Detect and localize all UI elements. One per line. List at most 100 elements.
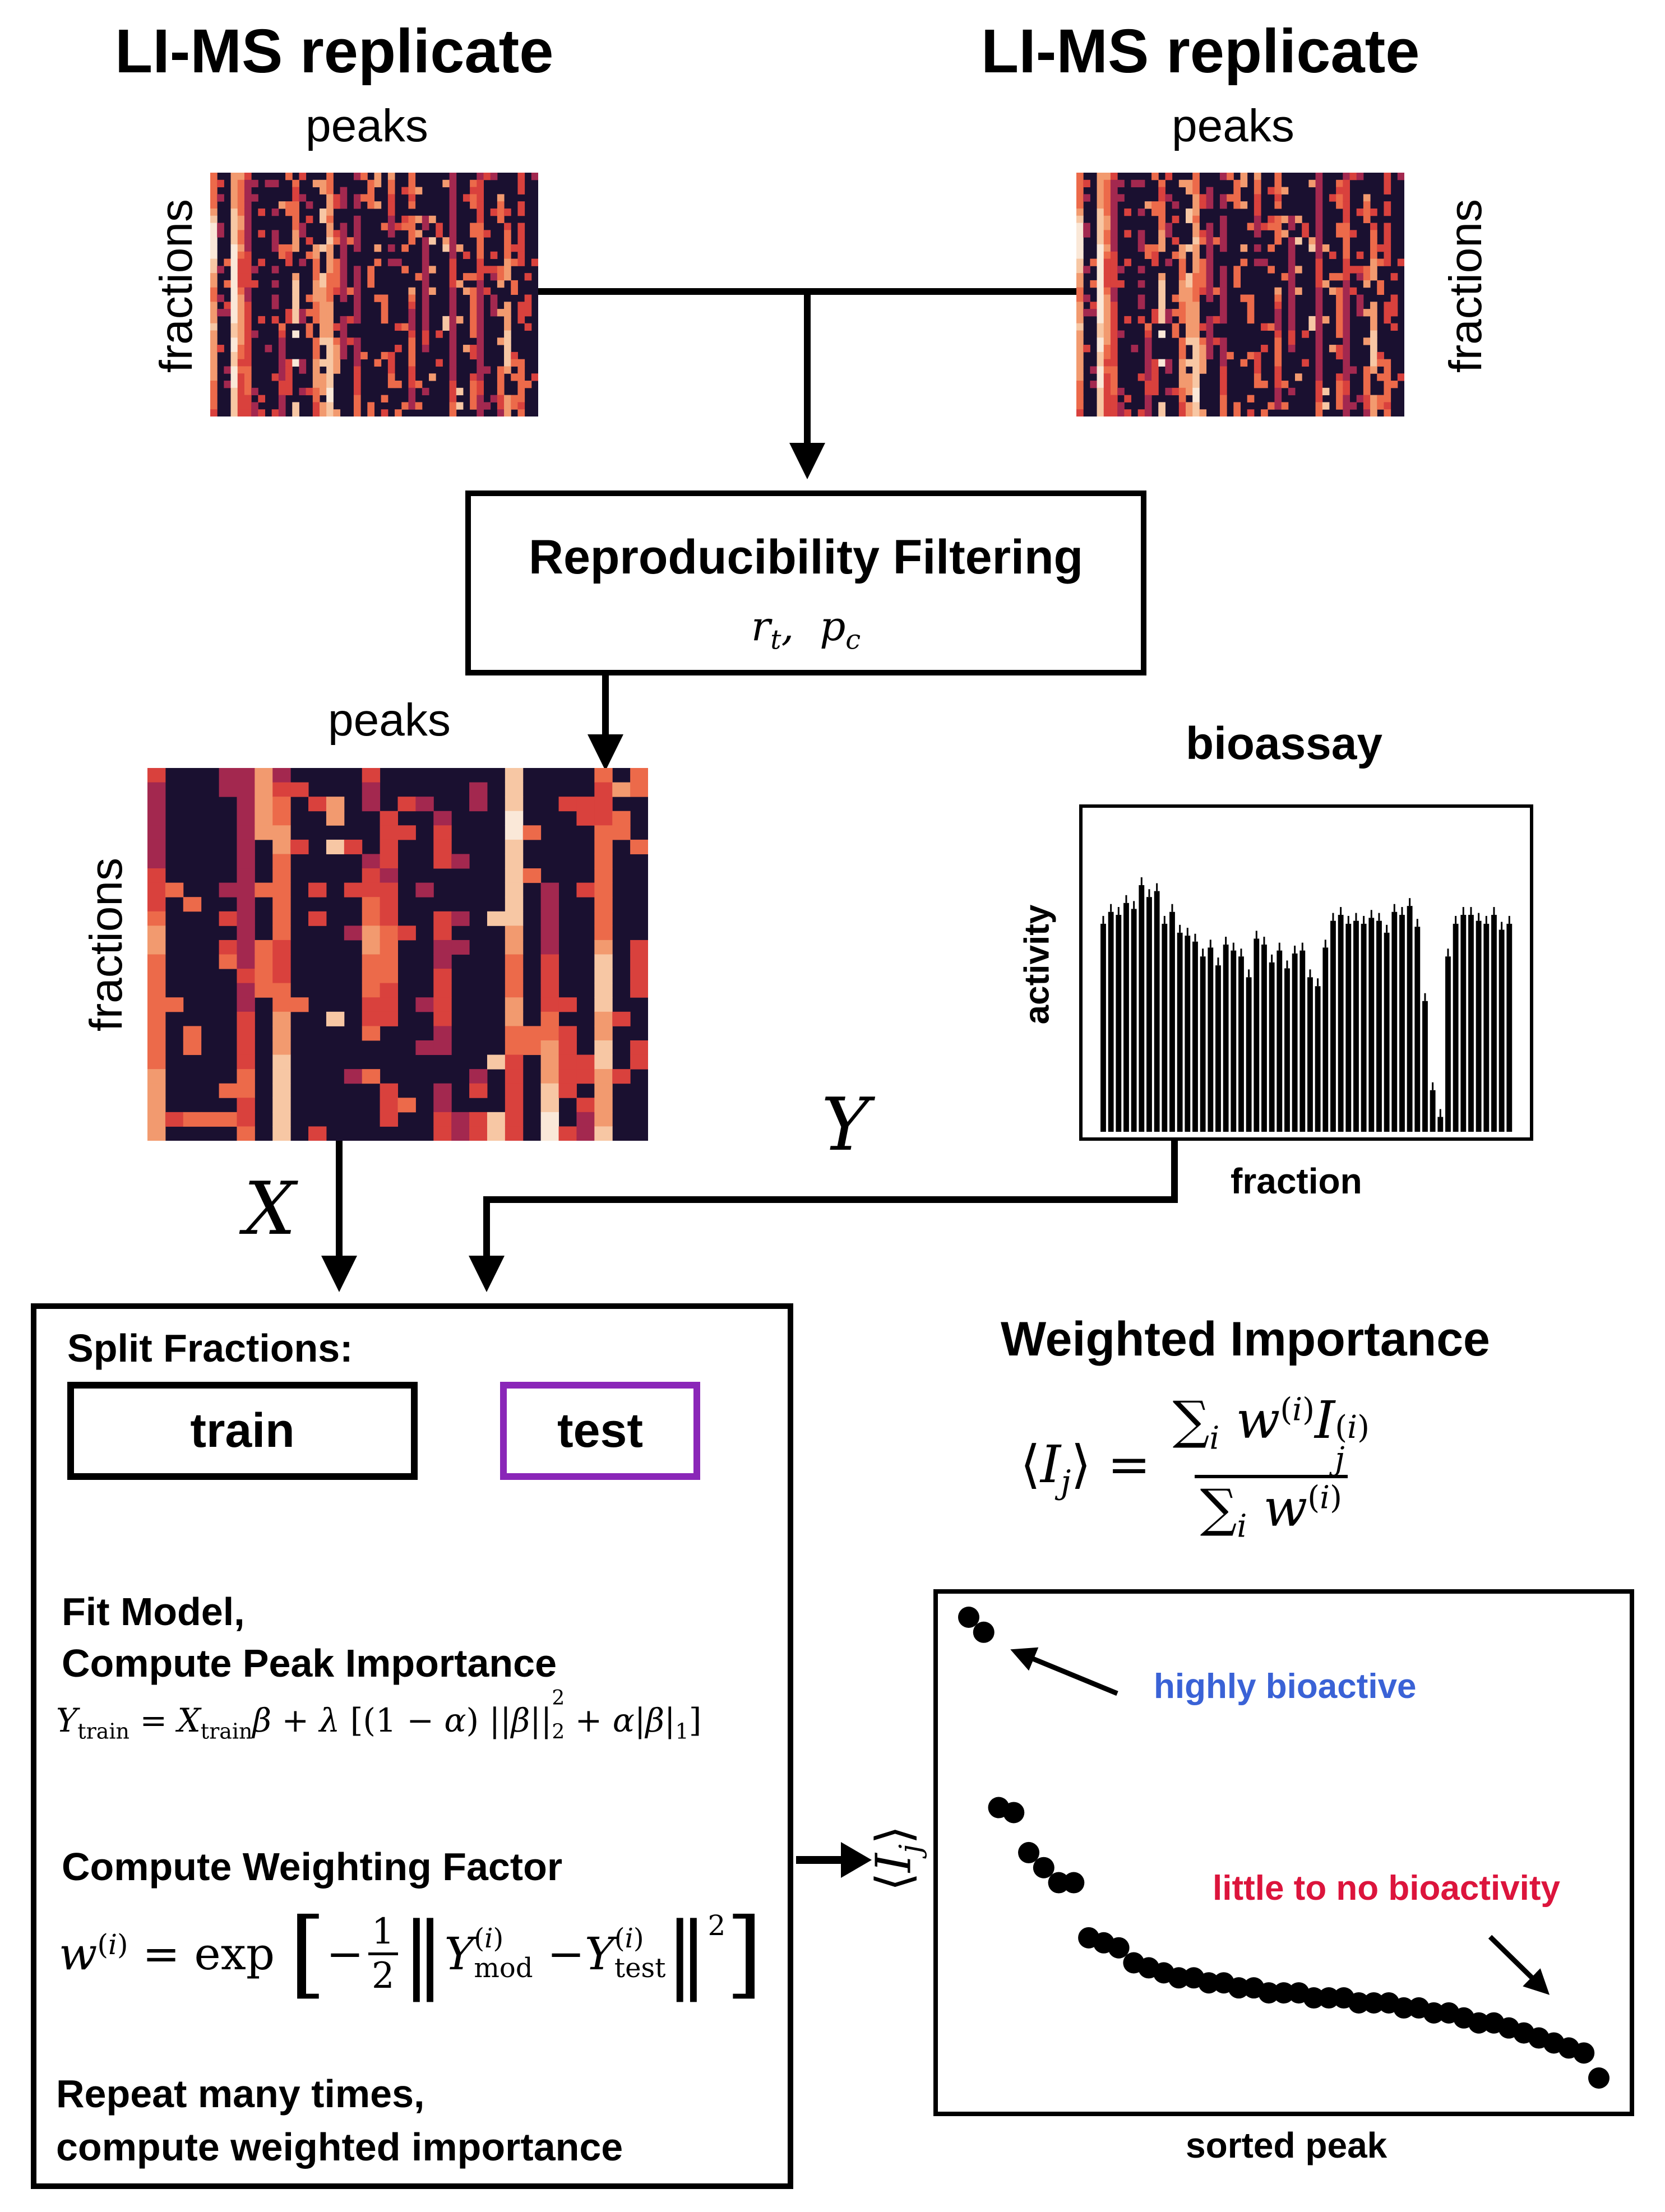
bioassay-bar [1353,920,1359,1132]
importance-point [1468,2012,1490,2034]
fit-model-line2: Compute Peak Importance [62,1641,557,1685]
test-label: test [557,1404,643,1457]
filtered-heatmap [147,768,648,1141]
bioassay-bar [1192,941,1198,1132]
bioassay-bar [1445,956,1451,1132]
filter-params: rt, pc [751,603,861,656]
importance-point [1063,1872,1085,1894]
right-peaks-label: peaks [1172,100,1294,151]
bioassay-bar [1292,953,1298,1132]
procedure-box: Split Fractions: train test Fit Model, C… [31,1303,793,2189]
importance-point [1588,2067,1609,2089]
importance-point [1423,2002,1445,2024]
bioassay-bar [1269,962,1275,1132]
left-replicate-heatmap [210,173,538,417]
weighted-importance-title: Weighted Importance [1001,1312,1490,1366]
train-label: train [190,1404,295,1457]
importance-point [1348,1992,1370,2014]
importance-point [1273,1982,1294,2004]
bioassay-frame [1079,804,1533,1141]
importance-point [1108,1937,1130,1959]
bioassay-bar [1116,915,1122,1132]
fit-model-line1: Fit Model, [62,1590,245,1633]
importance-point [1303,1987,1325,2009]
importance-point [1003,1802,1025,1824]
bioassay-xlabel: fraction [1231,1161,1362,1201]
bioassay-bar [1384,932,1390,1132]
repeat-line2: compute weighted importance [56,2125,623,2169]
low-bioactivity-arrow [1488,1935,1550,1995]
left-replicate-title: LI-MS replicate [115,17,554,86]
scatter-yaxis-symbol: ⟨Ij⟩ [866,1825,928,1891]
bioassay-bar [1169,911,1175,1132]
importance-point [1033,1857,1054,1878]
bioassay-bar [1299,950,1306,1132]
bioassay-bar [1123,903,1129,1132]
bioassay-bar [1376,920,1382,1132]
importance-point [1018,1841,1040,1863]
bioassay-bar [1131,909,1137,1132]
importance-point [1393,1997,1415,2019]
bioassay-bar [1108,911,1114,1132]
importance-point [1198,1972,1220,1994]
bioassay-bar [1437,1117,1444,1132]
bioassay-bar [1468,915,1474,1132]
bioassay-bar [1460,915,1467,1132]
importance-point [1573,2042,1595,2064]
bioassay-bar [1391,911,1398,1132]
highly-bioactive-arrow [1010,1647,1118,1696]
bioassay-bar [1177,932,1183,1132]
right-replicate-heatmap [1076,173,1404,417]
bioassay-bar [1208,947,1214,1132]
importance-point [1318,1987,1340,2009]
bioassay-bar [1361,923,1367,1132]
scatter-frame: highly bioactive little to no bioactivit… [933,1589,1634,2116]
bioassay-bar [1414,927,1421,1132]
importance-point [973,1621,995,1643]
weighted-importance-equation: ⟨Ij⟩ = ∑i w(i)I(i)j ∑i w(i) [1020,1390,1370,1545]
bioassay-bar [1200,956,1206,1132]
weighted-importance-scatter [958,1607,1609,2089]
filtered-peaks-label: peaks [328,695,451,746]
importance-point [1048,1872,1070,1894]
bioassay-bar [1491,915,1497,1132]
bioassay-bar [1223,945,1229,1132]
filtered-fractions-label: fractions [81,858,132,1031]
bioassay-title: bioassay [1186,718,1382,769]
bioassay-bars [1100,877,1513,1132]
bioassay-bar [1506,923,1513,1132]
bioassay-bar [1407,906,1413,1132]
sorted-peak-label: sorted peak [1186,2125,1387,2165]
bioassay-bar [1284,968,1290,1132]
bioassay-bar [1185,936,1191,1132]
x-symbol: X [244,1166,296,1251]
bioassay-bar [1261,945,1267,1132]
bioassay-bar [1453,923,1459,1132]
highly-bioactive-annotation: highly bioactive [1154,1667,1417,1706]
low-bioactivity-annotation: little to no bioactivity [1213,1869,1561,1908]
bioassay-bar [1498,929,1505,1132]
bioassay-bar [1238,956,1244,1132]
bioassay-bar [1146,897,1152,1132]
bioassay-bar [1422,1001,1428,1132]
train-box: train [67,1382,418,1480]
bioassay-bar [1100,923,1106,1132]
bioassay-bar [1139,885,1145,1132]
bioassay-bar [1215,965,1221,1132]
bioassay-bar [1345,923,1352,1132]
bioassay-bar [1307,977,1313,1132]
bioassay-bar [1315,986,1321,1132]
bioassay-bar [1276,950,1283,1132]
split-fractions-heading: Split Fractions: [67,1326,353,1370]
bioassay-bar [1154,891,1160,1132]
reproducibility-filter-box: Reproducibility Filtering rt, pc [465,490,1146,675]
y-symbol: Y [821,1082,869,1167]
bioassay-bar [1476,920,1482,1132]
bioassay-bar [1430,1090,1436,1132]
weighting-heading: Compute Weighting Factor [62,1845,563,1889]
repeat-line1: Repeat many times, [56,2072,425,2116]
left-peaks-label: peaks [306,100,428,151]
bioassay-bar [1330,920,1336,1132]
